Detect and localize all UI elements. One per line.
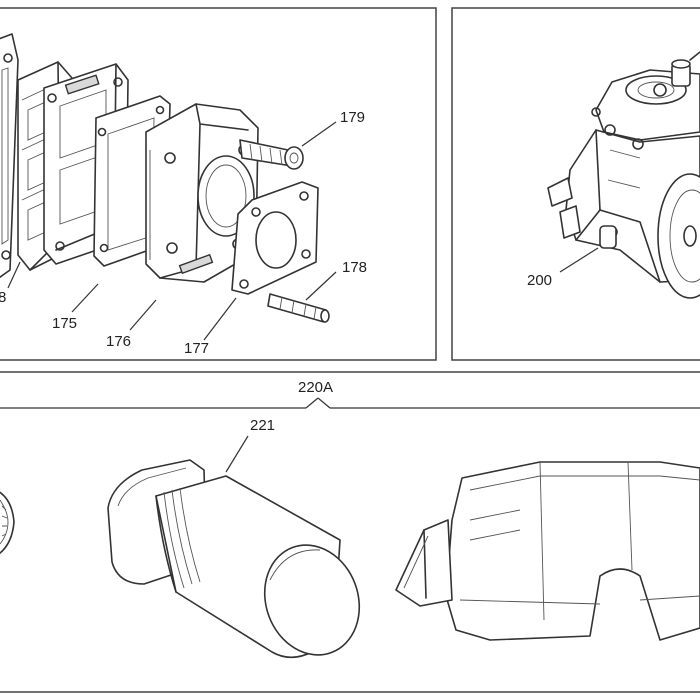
leader-line-176 [129, 299, 157, 331]
reed-valve-panel-frame [0, 7, 437, 361]
air-filter-illustration [107, 459, 361, 659]
leader-line-left-8 [7, 261, 21, 289]
callout-176: 176 [106, 333, 131, 350]
carburetor-illustration [547, 51, 700, 299]
carburetor-panel-frame [451, 7, 700, 361]
partial-round-fitting-illustration [0, 491, 15, 555]
callout-179: 179 [340, 109, 365, 126]
callout-220a: 220A [298, 379, 333, 396]
leader-line-178 [305, 271, 337, 301]
leader-line-200 [559, 247, 599, 273]
leader-line-179 [301, 121, 337, 147]
leader-line-175 [71, 283, 99, 313]
callout-175: 175 [52, 315, 77, 332]
callout-178: 178 [342, 259, 367, 276]
leader-line-177 [203, 297, 237, 341]
callout-177: 177 [184, 340, 209, 357]
intake-silencer-illustration [395, 461, 700, 641]
leader-line-221 [225, 435, 249, 473]
callout-left-8: 8 [0, 289, 6, 306]
group-bracket-220a [0, 397, 700, 409]
callout-200: 200 [527, 272, 552, 289]
callout-221: 221 [250, 417, 275, 434]
reed-valve-assembly-illustration [0, 33, 330, 323]
